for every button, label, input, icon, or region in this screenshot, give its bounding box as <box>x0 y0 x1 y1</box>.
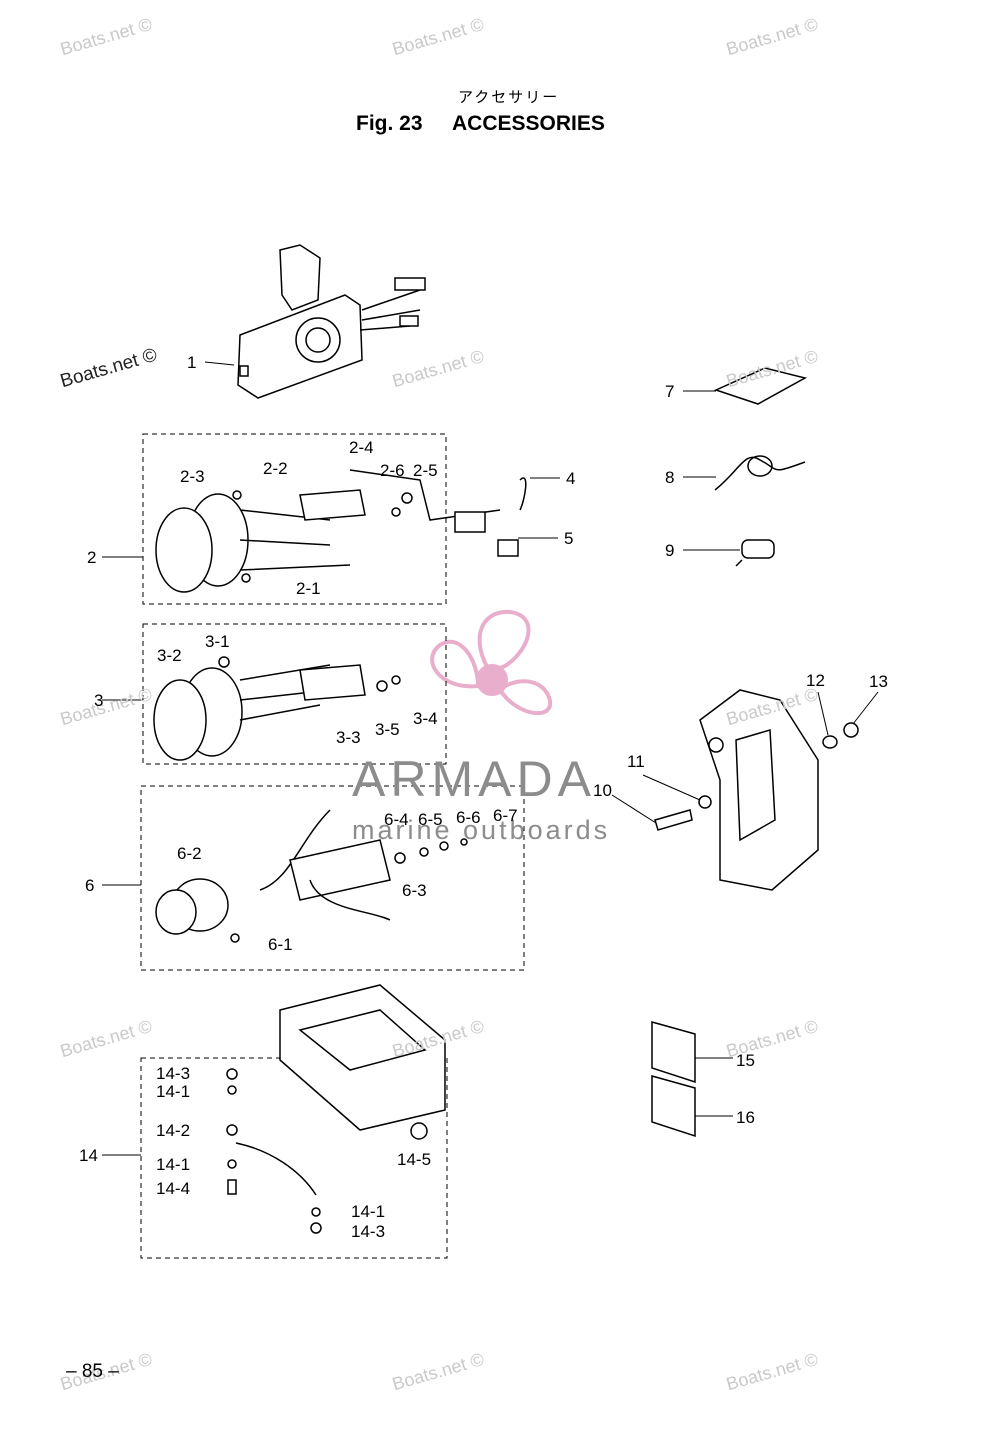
part-9-fitting <box>735 539 775 567</box>
figure-number: Fig. 23 <box>356 112 423 135</box>
gauge-6 <box>155 809 468 943</box>
callout-3-1: 3-1 <box>205 632 230 651</box>
armada-brand-sub: marine outboards <box>352 815 611 845</box>
callout-6-2: 6-2 <box>177 844 202 863</box>
page-title: ACCESSORIES <box>452 112 605 135</box>
page-number: – 85 – <box>66 1361 119 1382</box>
callout-10: 10 <box>593 781 612 800</box>
armada-brand: ARMADA <box>352 751 596 807</box>
armada-propeller-logo <box>430 609 553 716</box>
callout-6-6: 6-6 <box>456 808 481 827</box>
callout-14-4: 14-4 <box>156 1179 191 1198</box>
callout-3-5: 3-5 <box>375 720 400 739</box>
cowling-assembly <box>226 984 446 1234</box>
callout-2-4: 2-4 <box>349 438 374 457</box>
callout-2-3: 2-3 <box>180 467 205 486</box>
callout-7: 7 <box>665 382 675 401</box>
group-box-2 <box>142 433 447 605</box>
callout-14: 14 <box>79 1146 98 1165</box>
callout-14-5: 14-5 <box>397 1150 432 1169</box>
callout-12: 12 <box>806 671 825 690</box>
callout-14-2: 14-2 <box>156 1121 191 1140</box>
remote-control-box <box>237 244 426 399</box>
part-8-cable <box>714 455 806 491</box>
gauge-3 <box>153 656 401 761</box>
callout-2-5: 2-5 <box>413 461 438 480</box>
label-sheets <box>651 1021 696 1138</box>
callout-9: 9 <box>665 541 675 560</box>
callout-2-2: 2-2 <box>263 459 288 478</box>
callout-14-3-bottom: 14-3 <box>351 1222 386 1241</box>
subtitle-japanese: アクセサリー <box>458 89 560 106</box>
callout-14-3-top: 14-3 <box>156 1064 191 1083</box>
leader-lines <box>102 361 879 1156</box>
part-7-pad <box>713 367 808 405</box>
clamp-bracket <box>654 689 859 891</box>
callout-15: 15 <box>736 1051 755 1070</box>
callout-6-1: 6-1 <box>268 935 293 954</box>
callout-3-2: 3-2 <box>157 646 182 665</box>
group-box-6 <box>140 785 525 971</box>
callout-4: 4 <box>566 469 576 488</box>
callout-3: 3 <box>94 691 104 710</box>
gauge-2 <box>155 469 527 593</box>
callout-2-6: 2-6 <box>380 461 405 480</box>
callout-14-1-mid: 14-1 <box>156 1155 191 1174</box>
callout-2: 2 <box>87 548 97 567</box>
callout-11: 11 <box>627 752 645 771</box>
callout-5: 5 <box>564 529 574 548</box>
callout-3-4: 3-4 <box>413 709 438 728</box>
group-box-3 <box>142 623 447 765</box>
callout-6-4: 6-4 <box>384 810 409 829</box>
callout-16: 16 <box>736 1108 755 1127</box>
callout-1: 1 <box>187 353 197 372</box>
callout-6-3: 6-3 <box>402 881 427 900</box>
callout-6: 6 <box>85 876 95 895</box>
callout-14-1-top: 14-1 <box>156 1082 191 1101</box>
callout-13: 13 <box>869 672 888 691</box>
callout-6-7: 6-7 <box>493 806 518 825</box>
callout-14-1-bottom: 14-1 <box>351 1202 386 1221</box>
callout-6-5: 6-5 <box>418 810 443 829</box>
callout-3-3: 3-3 <box>336 728 361 747</box>
callout-2-1: 2-1 <box>296 579 321 598</box>
callout-8: 8 <box>665 468 675 487</box>
